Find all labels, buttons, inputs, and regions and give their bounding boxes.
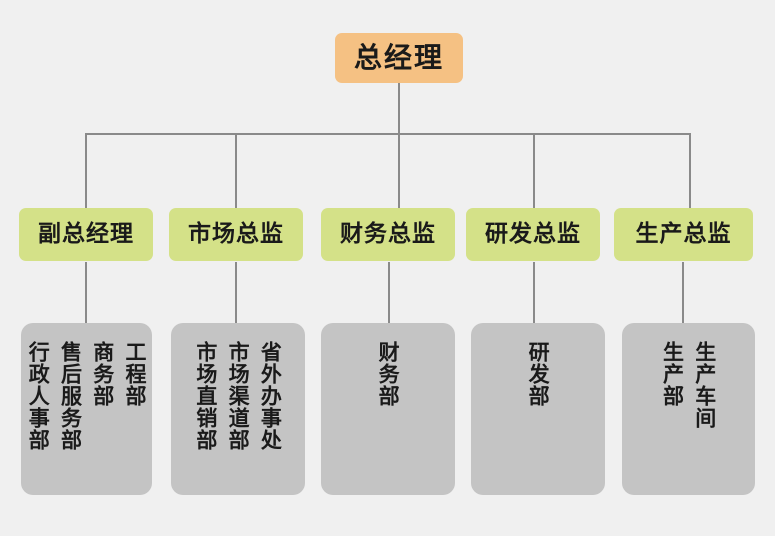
connector-bus-to-branch-2 <box>398 133 400 208</box>
node-label-branch-0: 副总经理 <box>38 221 134 247</box>
connector-bus-to-branch-4 <box>689 133 691 208</box>
node-label-branch-1: 市场总监 <box>188 221 284 247</box>
node-branch-3-title[interactable]: 研发总监 <box>466 208 600 261</box>
departments-branch-0[interactable]: 工程部 商务部 售后服务部 行政人事部 <box>21 323 152 495</box>
node-branch-2-title[interactable]: 财务总监 <box>321 208 455 261</box>
node-branch-1-title[interactable]: 市场总监 <box>169 208 303 261</box>
connector-branch-2-to-departments <box>388 262 390 323</box>
node-label-branch-4: 生产总监 <box>635 221 732 247</box>
node-label-general-manager: 总经理 <box>353 41 444 74</box>
department-label: 售后服务部 <box>58 341 83 451</box>
department-label: 生产车间 <box>692 341 717 429</box>
departments-branch-4[interactable]: 生产车间 生产部 <box>622 323 755 495</box>
connector-bus-to-branch-1 <box>235 133 237 208</box>
connector-branch-4-to-departments <box>682 262 684 323</box>
node-general-manager[interactable]: 总经理 <box>335 33 463 83</box>
department-label: 研发部 <box>526 341 551 407</box>
connector-root-trunk <box>398 83 400 134</box>
department-label: 生产部 <box>660 341 685 407</box>
department-label: 市场渠道部 <box>226 341 251 451</box>
node-branch-0-title[interactable]: 副总经理 <box>19 208 153 261</box>
connector-bus-to-branch-0 <box>85 133 87 208</box>
connector-branch-1-to-departments <box>235 262 237 323</box>
department-label: 市场直销部 <box>193 341 218 451</box>
department-label: 财务部 <box>376 341 401 407</box>
node-label-branch-3: 研发总监 <box>485 221 581 247</box>
department-label: 省外办事处 <box>258 341 283 451</box>
node-label-branch-2: 财务总监 <box>340 221 436 247</box>
connector-branch-3-to-departments <box>533 262 535 323</box>
department-label: 商务部 <box>90 341 115 407</box>
department-label: 行政人事部 <box>26 341 51 451</box>
node-branch-4-title[interactable]: 生产总监 <box>614 208 753 261</box>
departments-branch-1[interactable]: 省外办事处 市场渠道部 市场直销部 <box>171 323 305 495</box>
departments-branch-2[interactable]: 财务部 <box>321 323 455 495</box>
department-label: 工程部 <box>123 341 147 407</box>
connector-horizontal-bus <box>85 133 690 135</box>
connector-branch-0-to-departments <box>85 262 87 323</box>
departments-branch-3[interactable]: 研发部 <box>471 323 605 495</box>
connector-bus-to-branch-3 <box>533 133 535 208</box>
